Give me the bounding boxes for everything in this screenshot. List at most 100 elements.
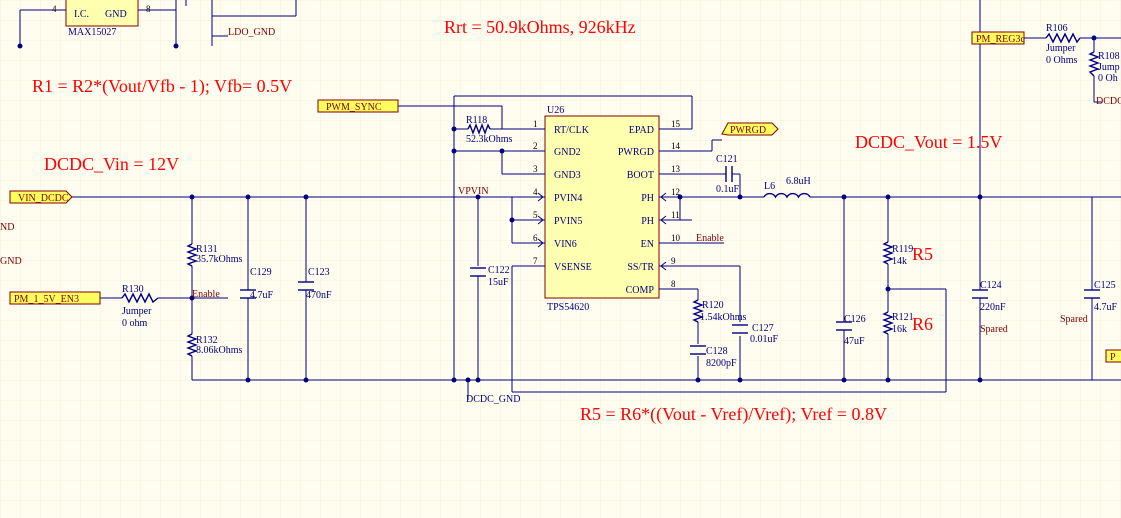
ldo-pin-right: 8 bbox=[146, 4, 151, 14]
u26-pin3-name: GND3 bbox=[554, 170, 581, 181]
r106-value2: 0 Ohms bbox=[1046, 55, 1078, 66]
r108-ref: R108 bbox=[1098, 51, 1120, 62]
resistor-r119[interactable]: R119 14k bbox=[882, 241, 913, 267]
u26-pin15-name: EPAD bbox=[629, 125, 654, 136]
resistor-r118[interactable]: R118 52.3kOhms bbox=[466, 115, 513, 145]
u26-pin2-name: GND2 bbox=[554, 147, 581, 158]
port-vin-dcdc-label: VIN_DCDC bbox=[18, 193, 69, 204]
r108-value2: 0 Oh bbox=[1098, 73, 1118, 84]
c124-ref: C124 bbox=[980, 280, 1002, 291]
u26-pin9-num: 9 bbox=[671, 256, 676, 266]
c127-value: 0.01uF bbox=[750, 334, 779, 345]
r120-value: 1.54kOhms bbox=[700, 312, 747, 323]
port-pwm-sync-label: PWM_SYNC bbox=[326, 102, 382, 113]
capacitor-c128[interactable]: C128 8200pF bbox=[690, 345, 737, 369]
u26-pin6-num: 6 bbox=[533, 233, 538, 243]
r108-value: Jump bbox=[1098, 62, 1120, 73]
r118-ref: R118 bbox=[466, 115, 487, 126]
resistor-r120[interactable]: R120 1.54kOhms bbox=[692, 299, 747, 323]
net-dcdc-gnd: DCDC_GND bbox=[466, 394, 520, 405]
u26-pin1-name: RT/CLK bbox=[554, 125, 590, 136]
ldo-ic-body bbox=[65, 0, 139, 27]
r5-annotation: R5 bbox=[912, 244, 933, 264]
ldo-label-gnd: GND bbox=[105, 9, 127, 20]
inductor-l6[interactable]: L6 6.8uH bbox=[763, 176, 811, 199]
resistor-r121[interactable]: R121 16k bbox=[882, 311, 914, 335]
rrt-annotation: Rrt = 50.9kOhms, 926kHz bbox=[444, 17, 636, 37]
junctions bbox=[17, 35, 1097, 383]
u26-pin5-name: PVIN5 bbox=[554, 216, 582, 227]
capacitor-c129[interactable]: C129 4.7uF bbox=[240, 267, 274, 301]
u26-pin9-name: SS/TR bbox=[627, 262, 654, 273]
u26-pin3-num: 3 bbox=[533, 164, 538, 174]
pin6-arrow bbox=[537, 238, 544, 248]
ldo-pin-left: 4 bbox=[52, 4, 57, 14]
port-pwrgd[interactable]: PWRGD bbox=[721, 122, 779, 136]
pin4-arrow bbox=[537, 192, 544, 202]
c122-value: 15uF bbox=[488, 277, 509, 288]
ldo-label-ic: I.C. bbox=[74, 9, 89, 20]
net-left-nd: ND bbox=[0, 222, 14, 233]
u26-ref: U26 bbox=[547, 105, 564, 116]
u26-right-pins: 15 14 13 12 11 10 9 8 EPAD PWRGD BOOT PH… bbox=[618, 119, 692, 296]
c126-value: 47uF bbox=[844, 336, 865, 347]
capacitor-c121[interactable]: C121 0.1uF bbox=[716, 154, 740, 195]
u26-pin7-num: 7 bbox=[533, 256, 538, 266]
capacitor-c126[interactable]: C126 47uF bbox=[836, 314, 866, 347]
r6-annotation: R6 bbox=[912, 314, 933, 334]
capacitor-c122[interactable]: C122 15uF bbox=[470, 265, 510, 288]
c129-value: 4.7uF bbox=[250, 290, 274, 301]
pin9-arrow bbox=[660, 261, 667, 271]
ldo-part: MAX15027 bbox=[68, 27, 116, 38]
r119-value: 14k bbox=[892, 256, 907, 267]
u26-pin14-name: PWRGD bbox=[618, 147, 654, 158]
u26-pin10-num: 10 bbox=[671, 233, 681, 243]
l6-value: 6.8uH bbox=[786, 176, 811, 187]
c121-ref: C121 bbox=[716, 154, 738, 165]
capacitor-c123[interactable]: C123 470nF bbox=[298, 267, 332, 301]
u26-pin15-num: 15 bbox=[671, 119, 681, 129]
vin-annotation: DCDC_Vin = 12V bbox=[44, 154, 179, 174]
u26-body bbox=[544, 115, 660, 299]
ldo-fragment: 4 8 I.C. GND MAX15027 LDO_GND bbox=[19, 0, 297, 46]
u26-pin5-num: 5 bbox=[533, 210, 538, 220]
resistor-r130[interactable]: R130 Jumper 0 ohm bbox=[121, 284, 159, 329]
ldo-net-label: LDO_GND bbox=[228, 27, 275, 38]
u26-regulator: U26 TPS54620 1 2 3 4 5 6 7 RT/CLK GND2 G… bbox=[512, 105, 692, 313]
u26-pin4-num: 4 bbox=[533, 187, 538, 197]
u26-pin11-name: PH bbox=[641, 216, 654, 227]
u26-pin14-num: 14 bbox=[671, 141, 681, 151]
r120-ref: R120 bbox=[702, 300, 724, 311]
net-enable-left: Enable bbox=[192, 289, 220, 300]
resistor-r108[interactable]: R108 Jump 0 Oh bbox=[1088, 51, 1120, 84]
u26-pin2-num: 2 bbox=[533, 141, 538, 151]
port-pwm-sync[interactable]: PWM_SYNC bbox=[317, 99, 399, 113]
port-right-stub[interactable]: P bbox=[1105, 349, 1121, 363]
resistor-r132[interactable]: R132 8.06kOhms bbox=[186, 333, 243, 357]
c128-ref: C128 bbox=[706, 346, 728, 357]
l6-ref: L6 bbox=[764, 181, 775, 192]
r130-value: Jumper bbox=[122, 306, 152, 317]
c124-note: Spared bbox=[980, 324, 1008, 335]
port-vin-dcdc[interactable]: VIN_DCDC bbox=[9, 190, 73, 204]
capacitor-c124[interactable]: C124 220nF Spared bbox=[972, 280, 1008, 335]
r118-value: 52.3kOhms bbox=[466, 134, 513, 145]
u26-pin12-name: PH bbox=[641, 193, 654, 204]
u26-pin8-num: 8 bbox=[671, 279, 676, 289]
c127-ref: C127 bbox=[752, 323, 774, 334]
resistor-r106[interactable]: R106 Jumper 0 Ohms bbox=[1045, 23, 1081, 66]
svg-text:P: P bbox=[1110, 352, 1116, 363]
r5-formula-annotation: R5 = R6*((Vout - Vref)/Vref); Vref = 0.8… bbox=[580, 404, 887, 425]
port-pm-reg[interactable]: PM_REG3c bbox=[971, 31, 1025, 45]
resistor-r131[interactable]: R131 35.7kOhms bbox=[186, 243, 243, 267]
capacitor-c125[interactable]: C125 4.7uF Spared bbox=[1060, 280, 1118, 325]
r1-formula-annotation: R1 = R2*(Vout/Vfb - 1); Vfb= 0.5V bbox=[32, 76, 292, 97]
port-pm-en[interactable]: PM_1_5V_EN3 bbox=[9, 291, 101, 305]
c123-ref: C123 bbox=[308, 267, 330, 278]
net-right-dcdc: DCDC bbox=[1096, 96, 1121, 107]
r106-ref: R106 bbox=[1046, 23, 1068, 34]
u26-pin7-name: VSENSE bbox=[554, 262, 592, 273]
capacitor-c127[interactable]: C127 0.01uF bbox=[732, 323, 779, 345]
r119-ref: R119 bbox=[892, 244, 913, 255]
